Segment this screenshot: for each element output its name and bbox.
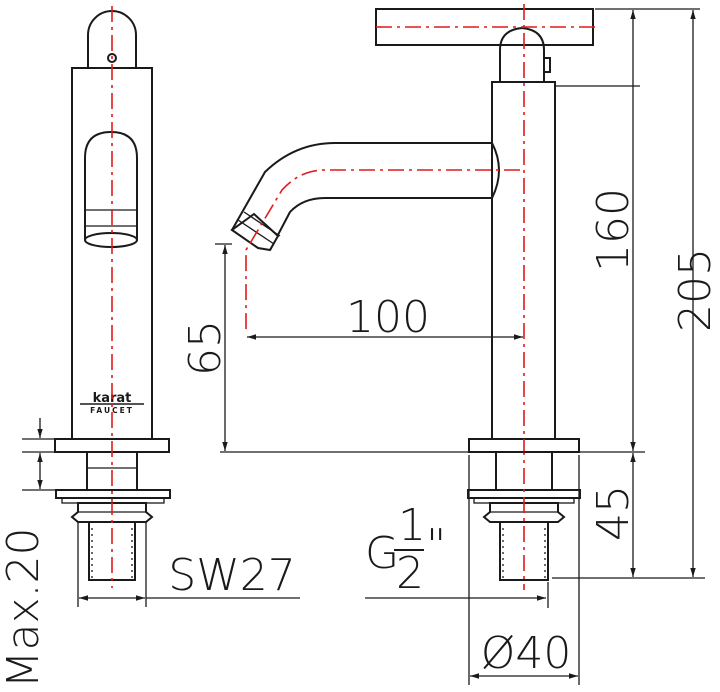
dim-dia40: Ø40 — [481, 628, 572, 679]
thread-prefix: G — [365, 528, 399, 579]
dim-45: 45 — [588, 485, 639, 541]
front-thread — [499, 521, 549, 581]
side-handle-pin — [107, 53, 117, 63]
dimension-labels: 205 160 45 65 100 Ø40 SW27 Max.20 G 1 2 … — [0, 188, 720, 688]
dim-100: 100 — [346, 292, 430, 343]
brand-sub: FAUCET — [90, 406, 134, 415]
dimension-lines — [22, 8, 705, 685]
front-spout — [231, 142, 492, 251]
dim-65: 65 — [180, 320, 231, 376]
dim-205: 205 — [670, 248, 720, 332]
front-view — [230, 4, 600, 590]
side-aerator — [84, 232, 138, 248]
thread-numerator: 1 — [398, 500, 426, 551]
side-spout-window — [84, 130, 138, 240]
thread-denominator: 2 — [396, 548, 424, 599]
front-cap — [499, 26, 545, 82]
spout-centerline — [245, 169, 520, 330]
dim-thread: G 1 2 " — [365, 500, 446, 599]
thread-suffix: " — [426, 520, 446, 571]
dim-max20: Max.20 — [0, 528, 49, 689]
dim-160: 160 — [588, 188, 639, 272]
side-washer — [55, 489, 171, 499]
front-nut — [482, 502, 566, 523]
side-view: karat FAUCET — [54, 6, 171, 588]
dim-sw27: SW27 — [168, 550, 295, 601]
